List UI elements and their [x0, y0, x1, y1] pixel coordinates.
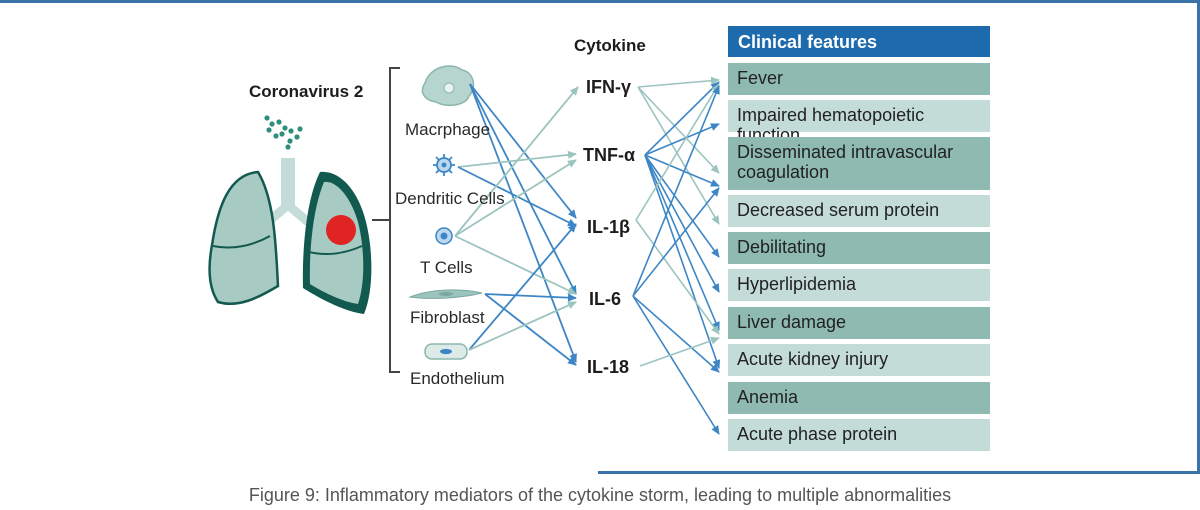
arrow	[469, 83, 577, 363]
arrow	[632, 295, 720, 373]
cell-label-endothelium: Endothelium	[410, 369, 505, 388]
cytokine-ifn-gamma: IFN-γ	[586, 77, 631, 97]
lungs-icon	[208, 158, 372, 314]
arrow	[644, 154, 720, 293]
arrow	[644, 154, 721, 369]
feature-dic: Disseminated intravascular coagulation	[728, 137, 990, 190]
arrow	[484, 293, 577, 366]
cytokine-il-1beta: IL-1β	[587, 217, 630, 237]
arrow	[637, 76, 720, 88]
dendritic-cell-icon	[433, 154, 455, 176]
feature-decreased-serum-protein: Decreased serum protein	[728, 195, 990, 227]
arrow	[454, 86, 579, 237]
figure-caption: Figure 9: Inflammatory mediators of the …	[248, 485, 952, 505]
arrow	[635, 83, 720, 221]
cytokine-header: Cytokine	[574, 36, 646, 55]
cell-to-cytokine-arrows	[454, 83, 579, 366]
arrow	[469, 83, 577, 295]
feature-hyperlipidemia: Hyperlipidemia	[728, 269, 990, 301]
arrow	[644, 81, 720, 156]
cytokine-to-feature-arrows	[632, 76, 721, 435]
arrow	[454, 235, 577, 295]
cell-label-t-cells: T Cells	[420, 258, 473, 277]
cell-label-dendritic: Dendritic Cells	[395, 189, 505, 208]
arrow	[635, 219, 720, 335]
cytokine-tnf-alpha: TNF-α	[583, 145, 636, 165]
cytokine-il-18: IL-18	[587, 357, 630, 377]
arrow	[644, 123, 720, 156]
feature-fever: Fever	[728, 63, 990, 95]
arrow	[469, 83, 577, 219]
t-cell-icon	[435, 227, 453, 245]
cytokine-il-6: IL-6	[589, 289, 622, 309]
arrow	[484, 293, 577, 302]
macrophage-icon	[421, 65, 475, 107]
virus-label: Coronavirus 2	[249, 82, 364, 101]
arrow	[632, 295, 720, 435]
arrow	[632, 187, 720, 297]
arrow	[454, 159, 577, 237]
arrow	[644, 154, 720, 187]
arrow	[637, 86, 720, 225]
feature-liver-damage: Liver damage	[728, 307, 990, 339]
feature-acute-kidney-injury: Acute kidney injury	[728, 344, 990, 376]
clinical-features-header: Clinical features	[728, 26, 990, 57]
cell-label-macrophage: Macrphage	[405, 120, 491, 139]
arrow	[639, 336, 720, 367]
cells-bracket	[372, 67, 400, 373]
arrow	[468, 223, 577, 351]
arrow	[468, 301, 577, 351]
virus-particles-icon	[264, 115, 303, 150]
feature-debilitating: Debilitating	[728, 232, 990, 264]
cell-label-fibroblast: Fibroblast	[410, 308, 485, 327]
endothelium-icon	[424, 343, 468, 360]
feature-impaired-hematopoietic: Impaired hematopoietic function	[728, 100, 990, 145]
fibroblast-icon	[408, 289, 483, 299]
frame-right-border	[1197, 0, 1200, 474]
infection-spot	[326, 215, 356, 245]
arrow	[644, 154, 720, 258]
arrow	[637, 86, 720, 174]
arrow	[632, 85, 720, 297]
feature-anemia: Anemia	[728, 382, 990, 414]
frame-top-border	[0, 0, 1200, 3]
feature-acute-phase-protein: Acute phase protein	[728, 419, 990, 451]
frame-bottom-border	[598, 471, 1200, 474]
